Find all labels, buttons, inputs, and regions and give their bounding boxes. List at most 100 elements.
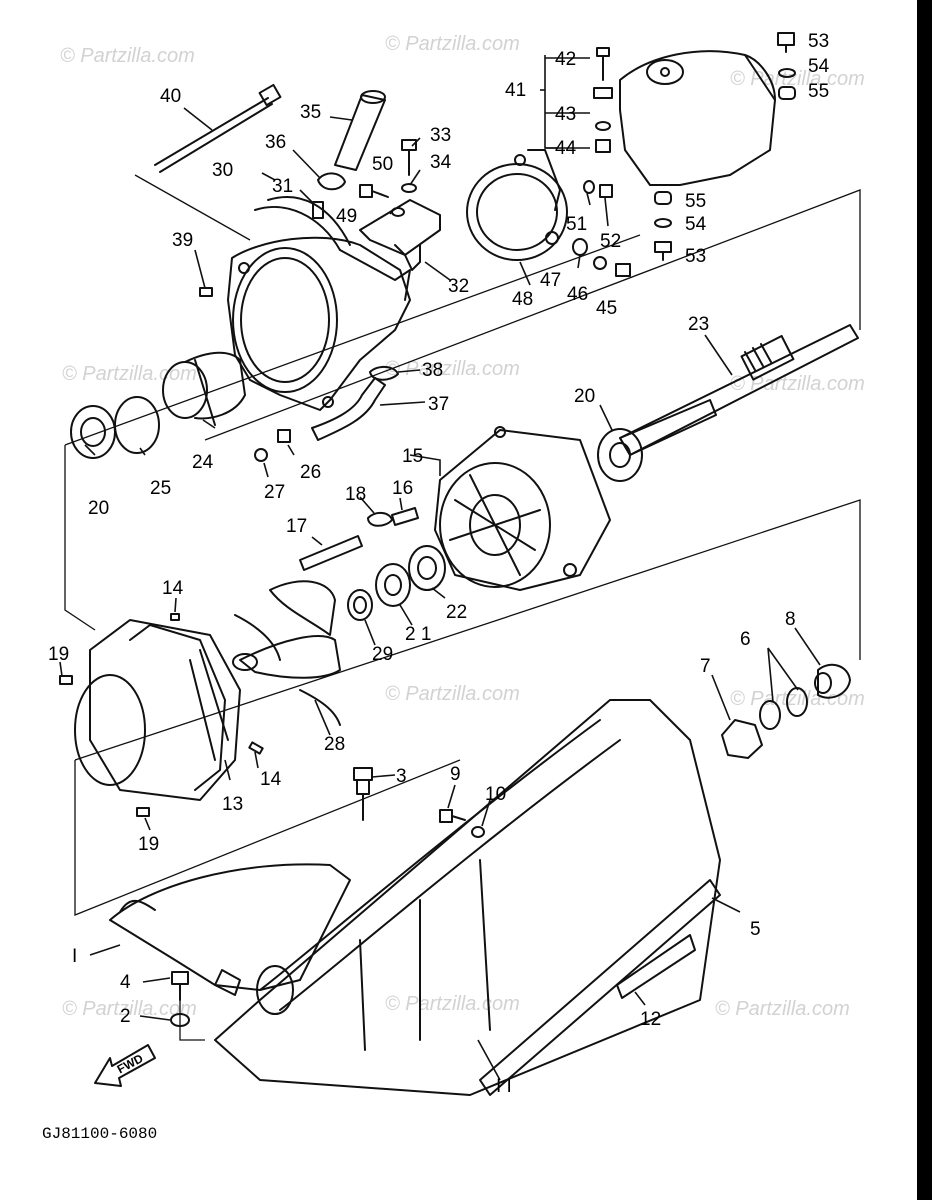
callout-15: 15	[402, 446, 423, 467]
watermark-text: © Partzilla.com	[730, 68, 865, 90]
callout-49: 49	[336, 206, 357, 227]
callout-14: 14	[162, 578, 184, 599]
callout-17: 17	[286, 516, 307, 537]
callout-9: 9	[450, 764, 461, 785]
impeller-28	[232, 580, 341, 726]
callout-36: 36	[265, 132, 286, 153]
callout-33: 33	[430, 125, 451, 146]
callout-43: 43	[555, 104, 576, 125]
callout-6: 6	[740, 629, 751, 650]
callout-39: 39	[172, 230, 193, 251]
watermark-text: © Partzilla.com	[385, 683, 520, 705]
bolt-4-washer-2	[170, 971, 190, 1027]
drawing-code: GJ81100-6080	[42, 1125, 157, 1143]
callout-41: 41	[505, 80, 526, 101]
callout-29: 29	[372, 644, 393, 665]
callout-50: 50	[372, 154, 393, 175]
callout-53: 53	[808, 31, 829, 52]
callout-51: 51	[566, 214, 587, 235]
callout-53: 53	[685, 246, 706, 267]
bracket-32-and-bolts	[359, 139, 441, 271]
small-fittings	[199, 172, 346, 297]
pump-base-assembly	[109, 699, 721, 1096]
callout-31: 31	[272, 176, 293, 197]
callout-22: 22	[446, 602, 467, 623]
callout-55: 55	[808, 81, 829, 102]
watermark-text: © Partzilla.com	[715, 998, 850, 1020]
callout-30: 30	[212, 160, 233, 181]
seals-21-22-29	[347, 545, 446, 621]
callout-44: 44	[555, 138, 577, 159]
pipe-35	[334, 90, 386, 171]
callout-20: 20	[88, 498, 109, 519]
callout-27: 27	[264, 482, 285, 503]
watermark-text: © Partzilla.com	[385, 993, 520, 1015]
callout-42: 42	[555, 49, 576, 70]
callout-labels: 40 35 36 33 42 41 43 44 53 54 55 30 31 5…	[48, 31, 830, 1097]
watermark-text: © Partzilla.com	[385, 358, 520, 380]
callout-32: 32	[448, 276, 469, 297]
callout-16: 16	[392, 478, 413, 499]
callout-8: 8	[785, 609, 796, 630]
watermark-text: © Partzilla.com	[60, 45, 195, 67]
bolt-40	[154, 83, 282, 173]
callout-48: 48	[512, 289, 533, 310]
bearings-and-oring	[70, 396, 643, 482]
intake-housing-13	[74, 619, 241, 801]
callout-45: 45	[596, 298, 617, 319]
pins-16-17-18	[299, 507, 419, 571]
callout-47: 47	[540, 270, 561, 291]
watermark-text: © Partzilla.com	[62, 998, 197, 1020]
callout-26: 26	[300, 462, 321, 483]
callout-10: 10	[485, 784, 506, 805]
callout-46: 46	[567, 284, 588, 305]
callout-5: 5	[750, 919, 761, 940]
callout-11: I I	[496, 1076, 512, 1097]
dowel-pins	[59, 613, 264, 817]
callout-7: 7	[700, 656, 711, 677]
callout-35: 35	[300, 102, 321, 123]
nozzle-cap-parts	[721, 663, 851, 759]
callout-23: 23	[688, 314, 709, 335]
cone-24	[162, 351, 246, 426]
watermark-text: © Partzilla.com	[62, 363, 197, 385]
callout-28: 28	[324, 734, 345, 755]
callout-21: 2 1	[405, 624, 431, 645]
callout-1: I	[72, 946, 77, 967]
small-bolt-26-27	[254, 429, 291, 462]
drive-shaft-23	[619, 324, 859, 456]
callout-19: 19	[138, 834, 159, 855]
callout-13: 13	[222, 794, 243, 815]
watermark-text: © Partzilla.com	[385, 33, 520, 55]
callout-3: 3	[396, 766, 407, 787]
right-border-bar	[917, 0, 932, 1200]
callout-52: 52	[600, 231, 621, 252]
leader-lines	[59, 55, 821, 1081]
callout-40: 40	[160, 86, 181, 107]
callout-54: 54	[685, 214, 707, 235]
watermark-text: © Partzilla.com	[730, 373, 865, 395]
callout-54: 54	[808, 56, 830, 77]
callout-38: 38	[422, 360, 443, 381]
reverse-gate	[593, 47, 776, 186]
hull-fittings	[353, 767, 485, 838]
callout-19: 19	[48, 644, 69, 665]
callout-20: 20	[574, 386, 595, 407]
callout-14: 14	[260, 769, 282, 790]
impeller-housing-15	[434, 426, 611, 591]
callout-34: 34	[430, 152, 452, 173]
nozzle-housing-30	[227, 196, 411, 411]
callout-4: 4	[120, 972, 131, 993]
callout-12: 12	[640, 1009, 661, 1030]
steering-ring-48	[466, 149, 568, 261]
callout-2: 2	[120, 1006, 131, 1027]
callout-55: 55	[685, 191, 706, 212]
hose-37	[311, 366, 399, 441]
callout-37: 37	[428, 394, 449, 415]
fwd-arrow-icon: FWD	[94, 1044, 156, 1087]
callout-25: 25	[150, 478, 171, 499]
callout-18: 18	[345, 484, 366, 505]
callout-24: 24	[192, 452, 214, 473]
